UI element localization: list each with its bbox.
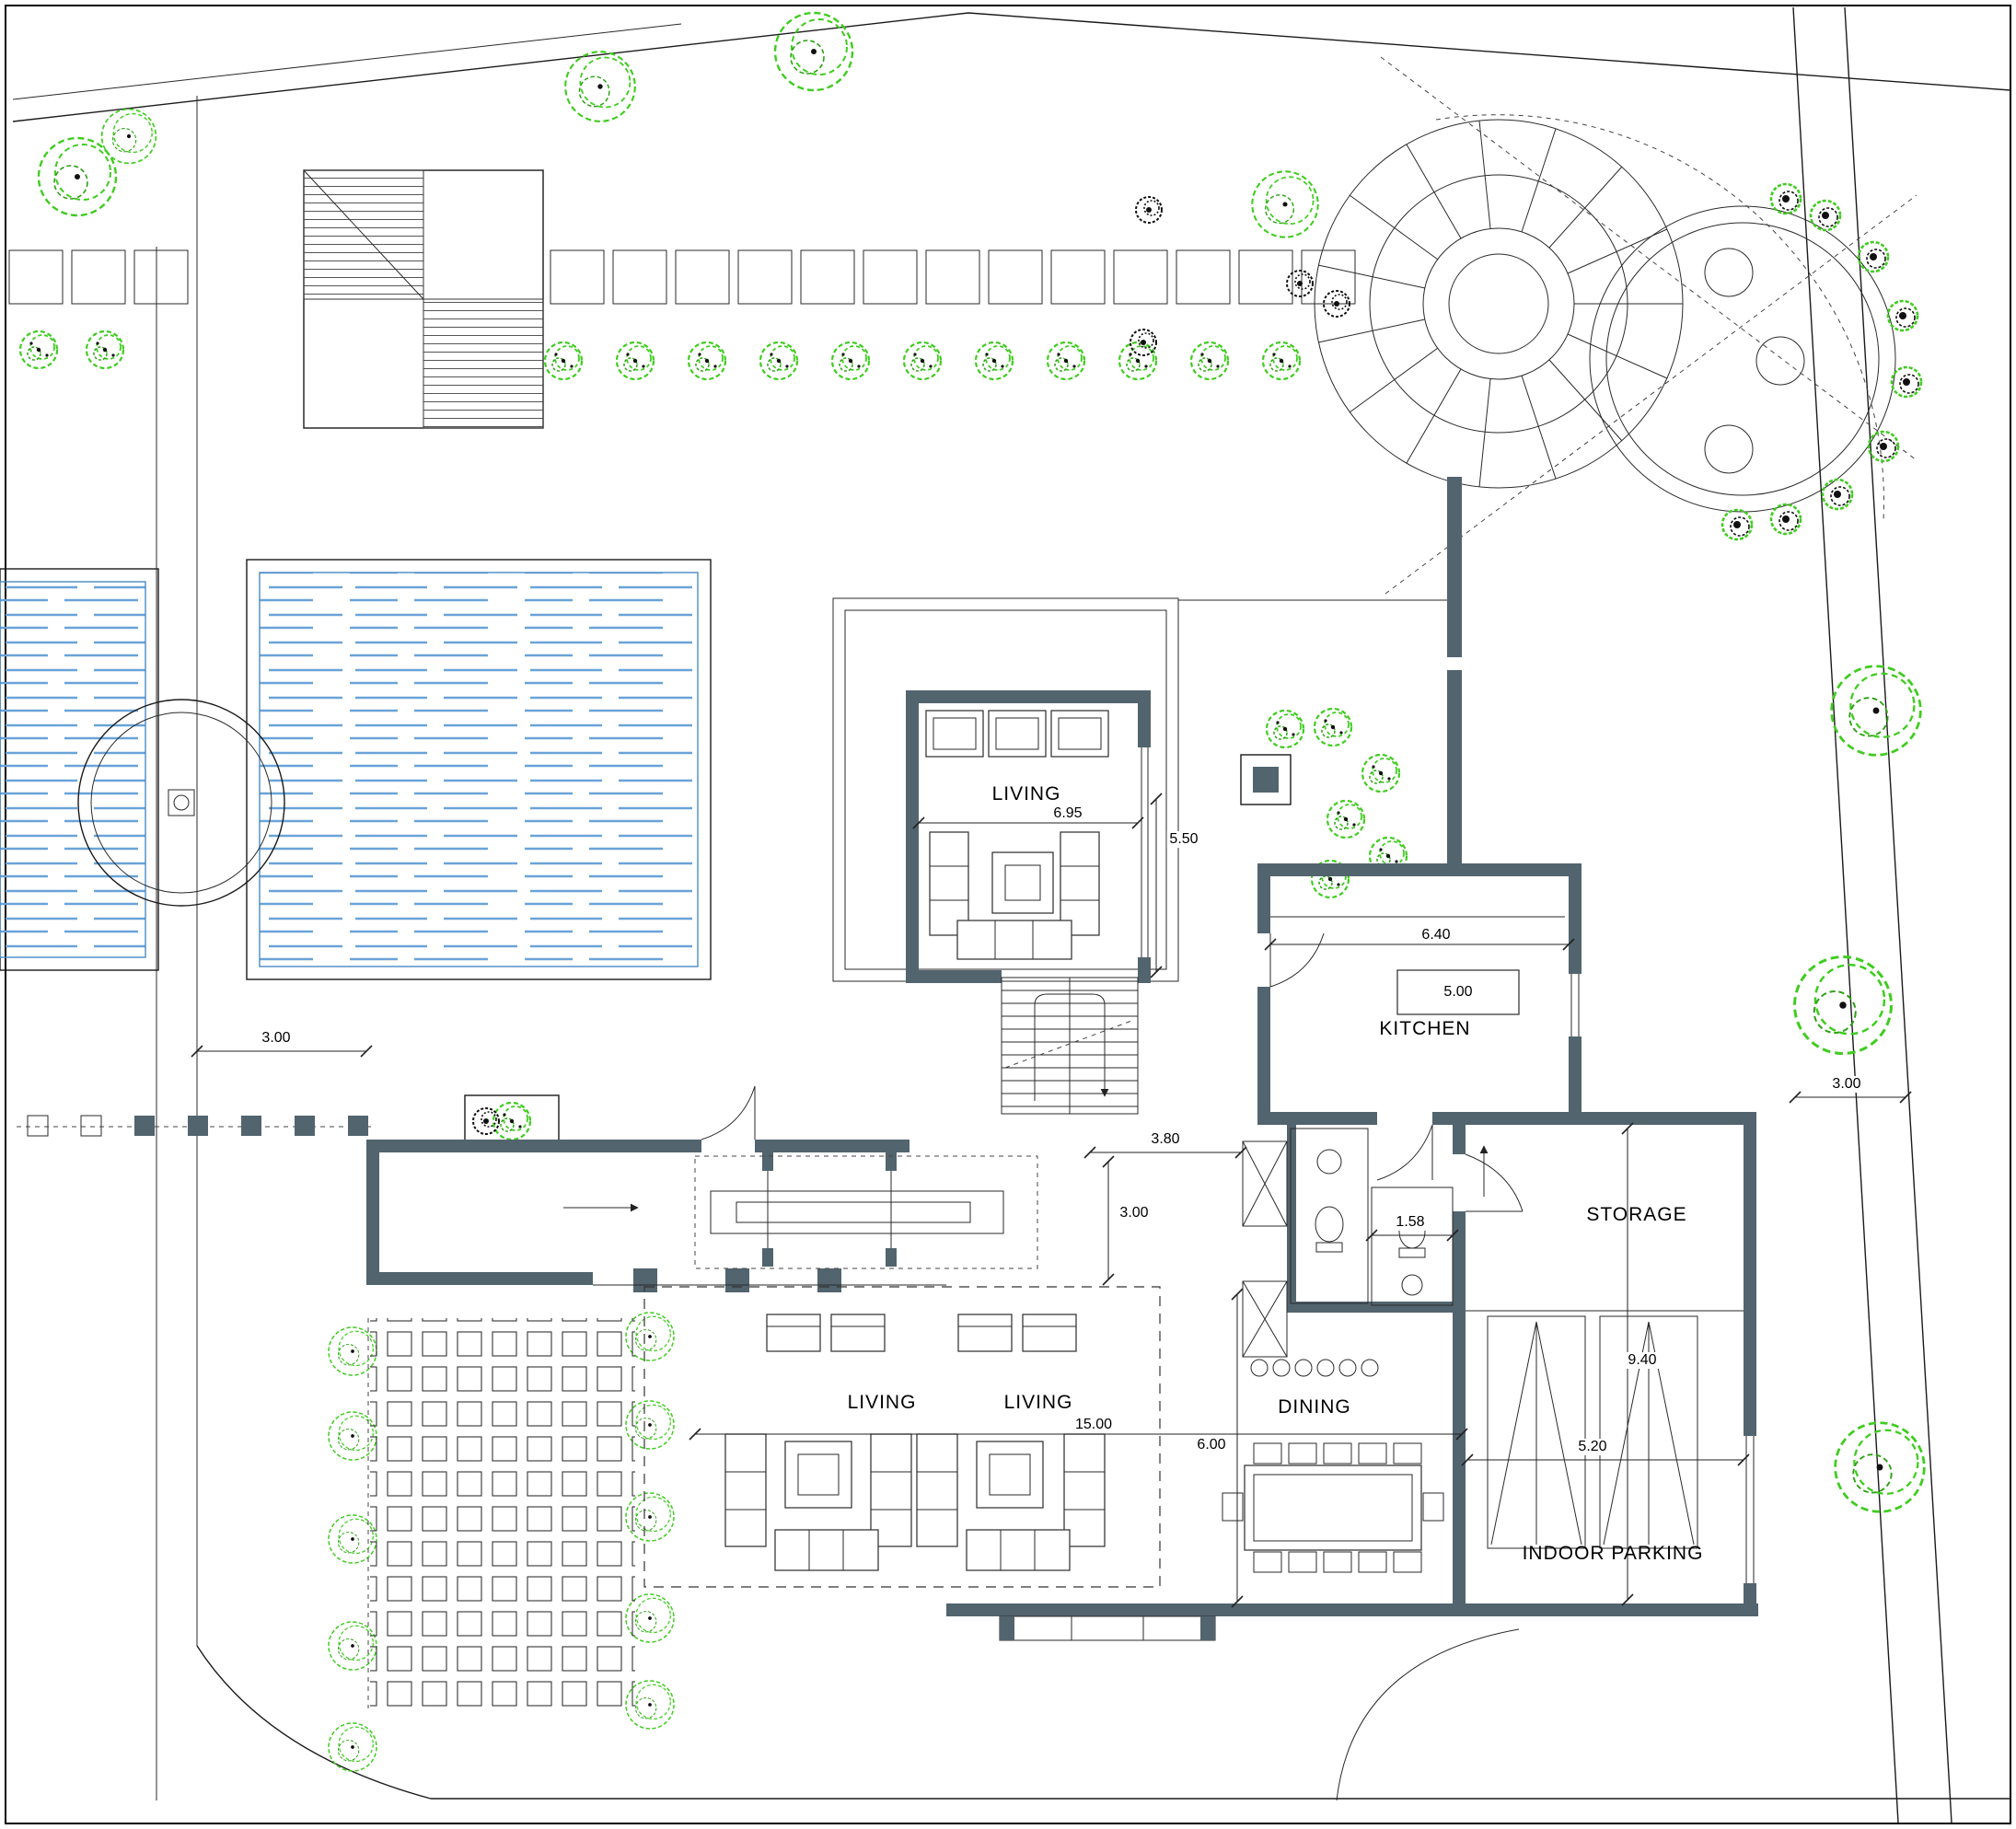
hedge-arc bbox=[1721, 182, 1923, 541]
kitchen-fitout bbox=[1270, 916, 1565, 1015]
living-upper-furniture bbox=[925, 710, 1109, 960]
entry-walkway bbox=[17, 1094, 560, 1148]
sink bbox=[1316, 1149, 1342, 1175]
fireplace bbox=[1240, 754, 1292, 805]
toilet bbox=[1315, 1206, 1344, 1243]
pergola-deck bbox=[303, 169, 544, 429]
swimming-pool-left bbox=[0, 568, 159, 971]
house-walls bbox=[366, 477, 1758, 1616]
kitchen-island bbox=[1396, 969, 1520, 1015]
lower-block bbox=[643, 1286, 1444, 1641]
parking-stall-2 bbox=[1599, 1315, 1698, 1549]
toilet bbox=[1398, 1214, 1426, 1249]
sink bbox=[1401, 1274, 1423, 1296]
terrace-paver-grid bbox=[367, 1318, 635, 1708]
entry-corridor bbox=[563, 1155, 1038, 1269]
fountain bbox=[77, 699, 285, 907]
swimming-pool-main bbox=[246, 559, 712, 980]
driveway-curve bbox=[1336, 1628, 1520, 1801]
dining-table bbox=[1244, 1464, 1422, 1551]
parking-stalls bbox=[1336, 1315, 1698, 1801]
paver-path-top bbox=[8, 249, 1356, 305]
wc-core bbox=[1242, 1128, 1454, 1358]
planting-shrub-row bbox=[18, 196, 1350, 381]
round-patio bbox=[1380, 56, 1918, 595]
staircase bbox=[1001, 977, 1139, 1115]
upper-terrace-outline bbox=[832, 597, 1447, 982]
parking-stall-1 bbox=[1487, 1315, 1586, 1549]
dimension-lines bbox=[191, 793, 1912, 1608]
spiral-stair-feature bbox=[1314, 119, 1684, 489]
